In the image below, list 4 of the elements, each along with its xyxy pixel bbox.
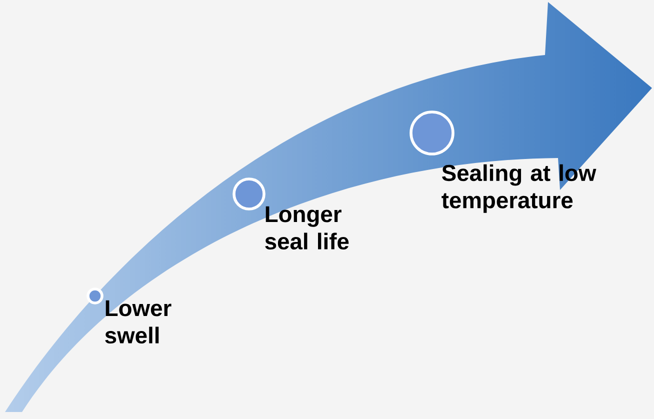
circle-marker xyxy=(86,288,104,304)
point-label: Lower swell xyxy=(105,300,172,344)
circle-marker xyxy=(410,110,454,156)
point-label: Longer seal life xyxy=(265,206,349,250)
